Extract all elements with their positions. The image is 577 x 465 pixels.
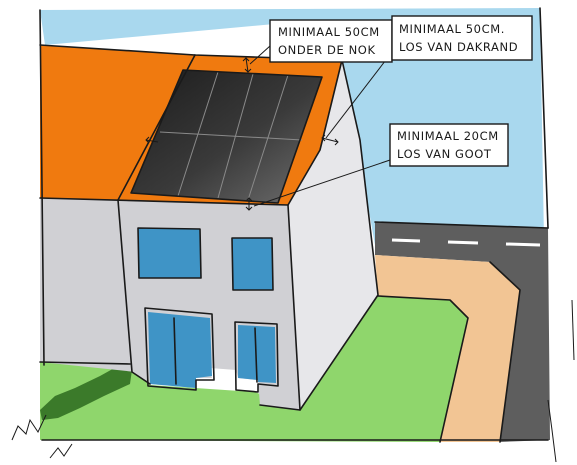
annotation-middle-right: MINIMAAL 20CM LOS VAN GOOT (389, 123, 509, 167)
annotation-top-right: MINIMAAL 50CM. LOS VAN DAKRAND (391, 15, 533, 61)
solar-panel-grid (159, 71, 303, 201)
annotation-top-right-line1: MINIMAAL 50CM. (399, 22, 505, 36)
sky (40, 8, 544, 245)
footpath (375, 255, 520, 442)
solar-panel (131, 70, 322, 203)
annotation-top-left-line2: ONDER DE NOK (278, 43, 376, 57)
annotation-leaders (249, 45, 397, 207)
window-upper-left (138, 228, 201, 278)
annotation-top-left-line1: MINIMAAL 50CM (278, 25, 380, 39)
hedge-scribbles (11, 299, 575, 463)
house-outlines (39, 7, 549, 443)
hedge (40, 366, 132, 420)
neighbour-wall (40, 198, 136, 372)
annotation-middle-right-line2: LOS VAN GOOT (397, 147, 492, 161)
annotation-top-right-line2: LOS VAN DAKRAND (399, 40, 518, 54)
annotation-middle-right-line1: MINIMAAL 20CM (397, 129, 499, 143)
neighbour-roof (40, 45, 195, 200)
door-window-lower-left (148, 312, 212, 388)
annotation-top-left: MINIMAAL 50CM ONDER DE NOK (269, 19, 393, 63)
dimension-markers (145, 57, 339, 211)
door-lower-right (238, 325, 276, 383)
road-markings (391, 238, 541, 247)
lawn (40, 296, 468, 442)
house-side-wall (288, 60, 378, 410)
window-upper-right (232, 238, 273, 290)
